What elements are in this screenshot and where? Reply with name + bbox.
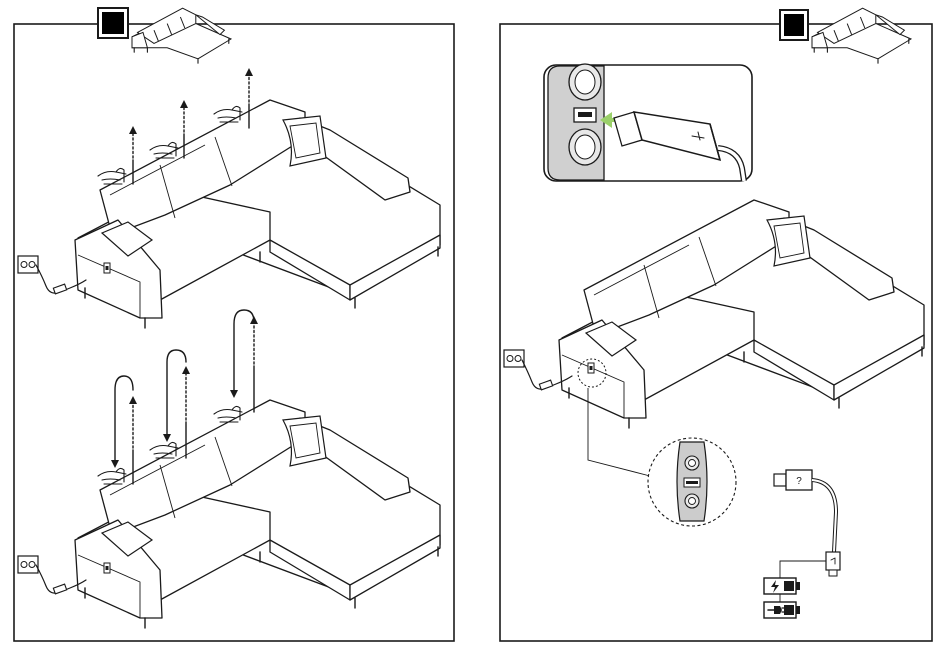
usb-symbol-label: ? <box>796 476 802 487</box>
left-panel <box>14 8 454 641</box>
outlet-icon <box>18 556 38 573</box>
right-panel: ? <box>500 8 932 641</box>
outlet-icon <box>504 350 524 367</box>
port-zoom <box>648 438 736 526</box>
step-badge-right <box>780 10 808 40</box>
charge-battery-icon <box>764 578 800 594</box>
outlet-icon <box>18 256 38 273</box>
step-badge-left <box>98 8 128 38</box>
usb-insert-closeup <box>544 64 752 181</box>
plug-battery-icon <box>764 602 800 618</box>
